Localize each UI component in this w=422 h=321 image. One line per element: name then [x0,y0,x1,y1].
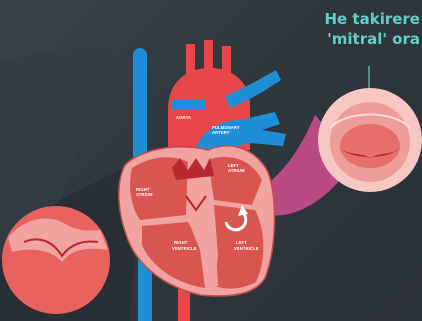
pulmonary-vessel [172,100,205,110]
label-right-ventricle-2: VENTRICLE [172,246,197,251]
aorta-branch [186,44,195,76]
label-aorta: AORTA [176,115,191,120]
aorta-branch [204,40,213,72]
mitral-valve-leaflets [340,124,400,168]
label-right-ventricle-1: RIGHT [174,240,188,245]
label-left-atrium-2: ATRIUM [228,168,245,173]
aorta-branch [222,46,231,76]
label-left-ventricle-1: LEFT [236,240,247,245]
label-right-atrium-2: ATRIUM [136,192,153,197]
label-pulmonary-artery-2: ARTERY [212,130,230,135]
label-left-ventricle-2: VENTRICLE [234,246,259,251]
